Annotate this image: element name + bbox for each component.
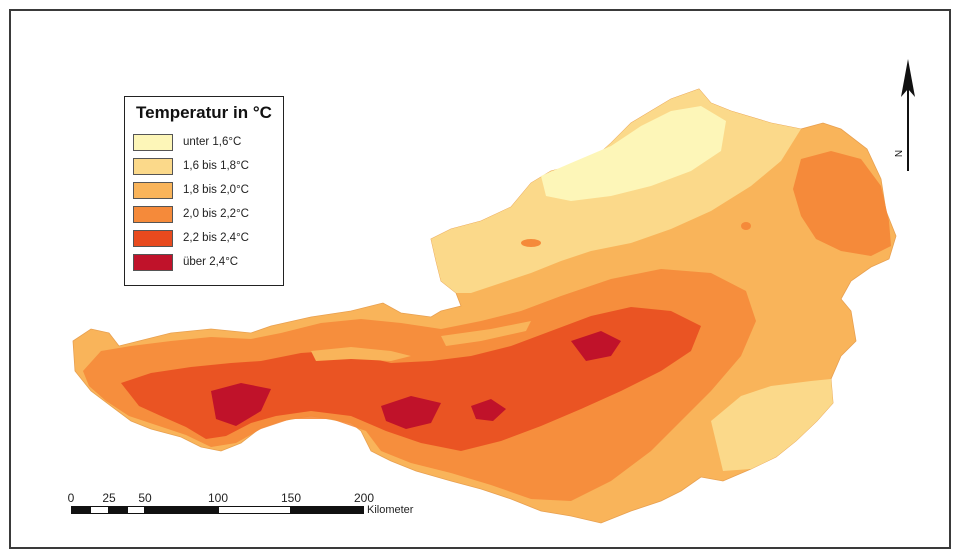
scale-segment <box>291 506 364 514</box>
peak-zone-3 <box>571 331 621 361</box>
legend-item: 2,0 bis 2,2°C <box>133 202 275 226</box>
map-legend: Temperatur in °C unter 1,6°C 1,6 bis 1,8°… <box>124 96 284 286</box>
legend-item: 1,6 bis 1,8°C <box>133 154 275 178</box>
scale-segment <box>145 506 218 514</box>
scale-segment <box>90 506 109 514</box>
legend-item: unter 1,6°C <box>133 130 275 154</box>
scale-unit: Kilometer <box>367 504 414 516</box>
legend-swatch <box>133 133 173 151</box>
scale-segment <box>109 506 127 514</box>
legend-label: über 2,4°C <box>183 256 239 268</box>
legend-label: 1,8 bis 2,0°C <box>183 184 249 196</box>
legend-item: 1,8 bis 2,0°C <box>133 178 275 202</box>
scale-tick-label: 50 <box>138 491 152 505</box>
north-label: N <box>894 149 906 158</box>
legend-swatch <box>133 229 173 247</box>
legend-label: 2,2 bis 2,4°C <box>183 232 249 244</box>
peak-zone-2 <box>381 396 441 429</box>
legend-item: 2,2 bis 2,4°C <box>133 226 275 250</box>
alpine-hot-core <box>121 307 701 451</box>
southeast-cool-zone <box>711 379 833 471</box>
map-frame: Temperatur in °C unter 1,6°C 1,6 bis 1,8°… <box>9 9 951 549</box>
legend-item: über 2,4°C <box>133 250 275 274</box>
legend-swatch <box>133 253 173 271</box>
scale-tick-label: 0 <box>67 491 75 505</box>
legend-label: 2,0 bis 2,2°C <box>183 208 249 220</box>
lake-2 <box>741 222 751 230</box>
peak-zone-1 <box>211 383 271 426</box>
scale-tick-label: 200 <box>353 491 375 505</box>
legend-swatch <box>133 181 173 199</box>
scale-tick-label: 100 <box>207 491 229 505</box>
north-zone-coolest <box>541 106 726 201</box>
valley-2 <box>441 321 531 346</box>
scale-segment <box>127 506 145 514</box>
legend-label: unter 1,6°C <box>183 136 242 148</box>
scale-segment <box>71 506 90 514</box>
scale-tick-label: 25 <box>102 491 116 505</box>
legend-swatch <box>133 157 173 175</box>
austria-temperature-map <box>72 88 897 524</box>
scale-tick-label: 150 <box>280 491 302 505</box>
scale-bar: 0 25 50 100 150 200 Kilometer <box>66 491 466 531</box>
peak-zone-4 <box>471 399 506 421</box>
legend-swatch <box>133 205 173 223</box>
legend-label: 1,6 bis 1,8°C <box>183 160 249 172</box>
north-arrow-icon <box>901 59 915 171</box>
legend-items: unter 1,6°C 1,6 bis 1,8°C 1,8 bis 2,0°C 2,0… <box>133 130 275 274</box>
legend-title: Temperatur in °C <box>136 103 272 122</box>
scale-segment <box>218 506 291 514</box>
valley-1 <box>311 347 411 361</box>
east-warm-zone <box>793 151 891 256</box>
lake-1 <box>521 239 541 247</box>
